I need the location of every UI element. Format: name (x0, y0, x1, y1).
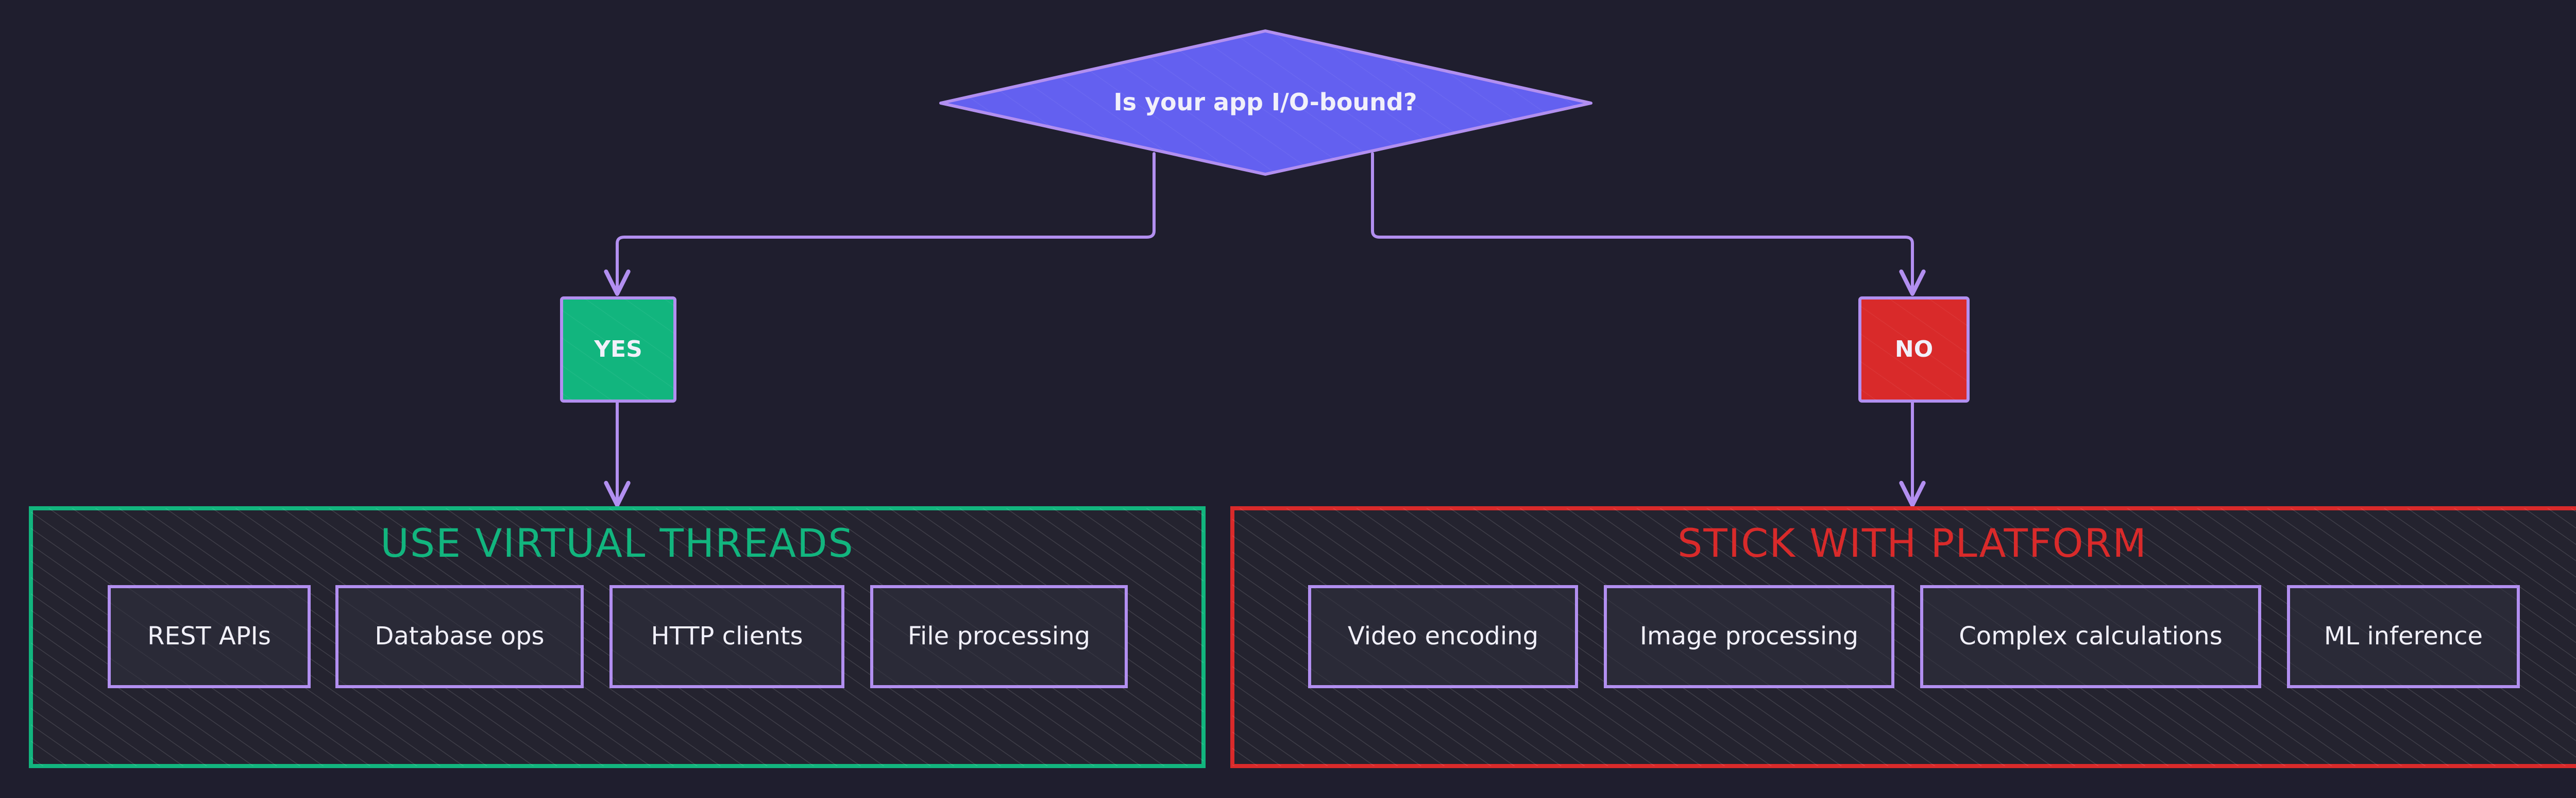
connectors (604, 152, 1926, 508)
platform-item-label: Image processing (1640, 622, 1858, 651)
virtual-item-rest-apis: REST APIs (108, 585, 311, 688)
platform-item-image-processing: Image processing (1604, 585, 1894, 688)
virtual-item-label: File processing (908, 622, 1090, 651)
virtual-item-label: Database ops (375, 622, 544, 651)
platform-item-video-encoding: Video encoding (1308, 585, 1578, 688)
yes-label: YES (594, 336, 642, 362)
decision-node: Is your app I/O-bound? (939, 29, 1592, 176)
decision-label: Is your app I/O-bound? (1113, 88, 1417, 116)
no-label: NO (1895, 336, 1933, 362)
platform-threads-title: STICK WITH PLATFORM (1677, 520, 2147, 566)
platform-threads-group: STICK WITH PLATFORM Video encoding Image… (1230, 506, 2576, 768)
platform-item-complex-calculations: Complex calculations (1920, 585, 2261, 688)
yes-node: YES (560, 296, 676, 403)
no-node: NO (1858, 296, 1970, 403)
platform-item-label: Complex calculations (1959, 622, 2222, 651)
virtual-item-file-processing: File processing (870, 585, 1128, 688)
virtual-threads-group: USE VIRTUAL THREADS REST APIs Database o… (29, 506, 1206, 768)
virtual-item-label: REST APIs (147, 622, 271, 651)
virtual-threads-title: USE VIRTUAL THREADS (380, 520, 854, 566)
platform-item-label: ML inference (2324, 622, 2483, 651)
virtual-item-database-ops: Database ops (335, 585, 584, 688)
connector-decision-to-no (1371, 152, 1926, 296)
platform-item-label: Video encoding (1348, 622, 1538, 651)
connector-decision-to-yes (604, 152, 1156, 296)
virtual-item-http-clients: HTTP clients (609, 585, 844, 688)
platform-item-ml-inference: ML inference (2287, 585, 2520, 688)
virtual-item-label: HTTP clients (651, 622, 803, 651)
